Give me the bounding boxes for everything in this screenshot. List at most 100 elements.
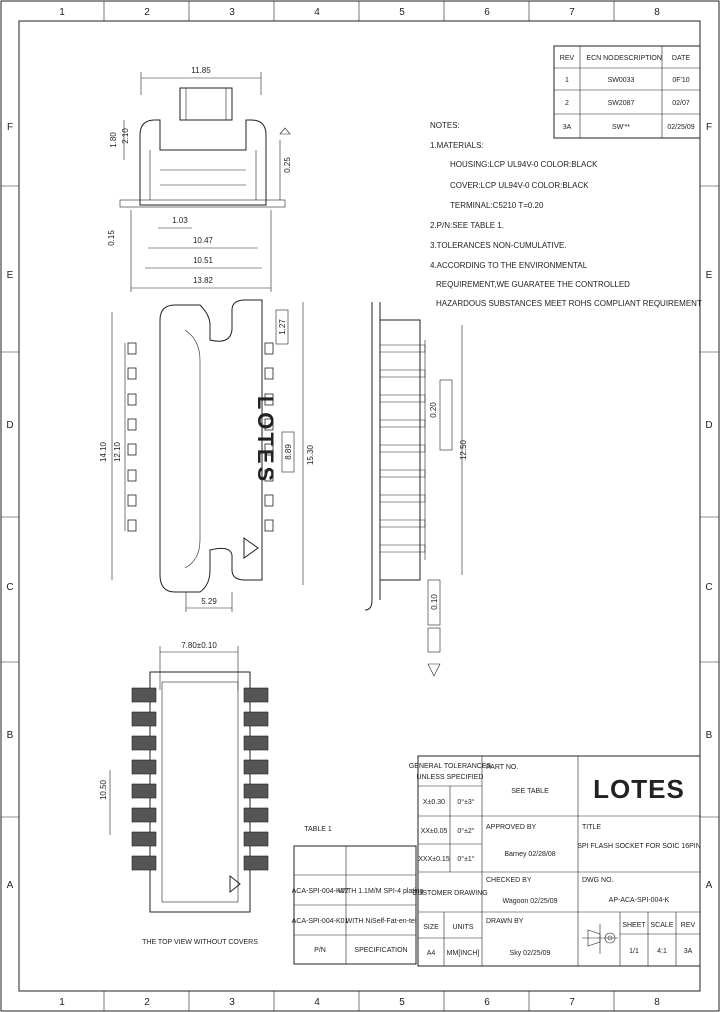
- dim-8-89: 8.89: [284, 444, 293, 460]
- sheet-value: 1/1: [629, 948, 639, 955]
- customer-drawing: CUSTOMER DRAWING: [412, 890, 487, 897]
- title-block: GENERAL TOLERANCES UNLESS SPECIFIED X±0.…: [409, 755, 701, 967]
- checked-value: Wagoon 02/25/09: [502, 898, 557, 905]
- tol-sub: UNLESS SPECIFIED: [417, 774, 484, 781]
- dim-0-20: 0.20: [429, 402, 438, 418]
- top-view: LOTES 14.10 12.10 15.30 8.89 1.27 5.29: [99, 299, 315, 612]
- col-label-7-bottom: 7: [569, 997, 575, 1008]
- dwg-label: DWG NO.: [582, 877, 614, 884]
- row-label-A-right: A: [706, 880, 713, 891]
- dwg-value: AP-ACA-SPI-004-K: [609, 897, 670, 904]
- row-label-B-right: B: [706, 730, 713, 741]
- inner-frame: [18, 20, 701, 992]
- dim-13-82: 13.82: [193, 276, 214, 285]
- row-label-D: D: [6, 420, 13, 431]
- dim-10-51: 10.51: [193, 256, 214, 265]
- row-label-F: F: [7, 122, 13, 133]
- tol-row-2-ang: 0°±2°: [457, 827, 474, 835]
- bottom-view-caption: THE TOP VIEW WITHOUT COVERS: [142, 939, 258, 946]
- projection-symbol-icon: [582, 924, 618, 954]
- row-label-E-right: E: [706, 270, 713, 281]
- side-view: 11.85 1.80 2.10 0.25 1.03 10.47 10.51 13…: [107, 66, 292, 292]
- top-view-left-pads: [127, 342, 137, 532]
- dim-0-10: 0.10: [430, 594, 439, 610]
- profile-view: 12.50 0.20 0.10: [364, 302, 468, 677]
- notes-line-7: 4.ACCORDING TO THE ENVIRONMENTAL: [430, 261, 588, 270]
- dim-7-80: 7.80±0.10: [181, 641, 217, 650]
- tol-row-1-fmt: X±0.30: [423, 799, 445, 806]
- col-label-4: 4: [314, 7, 320, 18]
- column-labels-top: 1 2 3 4 5 6 7 8: [59, 7, 660, 18]
- dim-1-27: 1.27: [278, 319, 287, 335]
- part-table: TABLE 1 ACA-SPI-004-K02 WITH 1.1M/M SPI-…: [292, 826, 424, 965]
- row-labels-right: F E D C B A: [705, 122, 712, 891]
- sheet-label: SHEET: [622, 922, 646, 929]
- scale-value: 4:1: [657, 948, 667, 955]
- approved-value: Barney 02/28/08: [504, 851, 555, 858]
- notes-line-5: 2.P/N:SEE TABLE 1.: [430, 221, 504, 230]
- part-no-label: PART NO.: [486, 764, 518, 771]
- rev-row-3-ecn: SW'**: [612, 124, 630, 131]
- dim-height-1-80: 1.80: [109, 132, 118, 148]
- col-label-8-bottom: 8: [654, 997, 660, 1008]
- col-label-4-bottom: 4: [314, 997, 320, 1008]
- dim-12-50: 12.50: [459, 439, 468, 460]
- approved-label: APPROVED BY: [486, 824, 537, 831]
- rev-header-desc: DESCRIPTION: [614, 55, 662, 62]
- bottom-pin1-marker-icon: [229, 874, 241, 894]
- scale-label: SCALE: [651, 922, 674, 929]
- dim-height-2-10: 2.10: [121, 128, 130, 144]
- col-label-1-bottom: 1: [59, 997, 65, 1008]
- tol-title: GENERAL TOLERANCES: [409, 763, 492, 770]
- col-label-5: 5: [399, 7, 405, 18]
- rev-row-1-date: 0F'10: [672, 77, 689, 84]
- row-label-C: C: [6, 582, 13, 593]
- row-label-A: A: [7, 880, 14, 891]
- rev-row-1-ecn: SW0033: [608, 77, 635, 84]
- tol-row-2-fmt: XX±0.05: [421, 828, 448, 835]
- pin1-marker-icon: [243, 537, 259, 559]
- rev-row-2-ecn: SW2087: [608, 100, 635, 107]
- col-label-2-bottom: 2: [144, 997, 150, 1008]
- part-row-1-desc: WITH 1.1M/M SPI-4 plating: [338, 888, 423, 895]
- notes-line-6: 3.TOLERANCES NON-CUMULATIVE.: [430, 241, 567, 250]
- dim-1-03: 1.03: [172, 216, 188, 225]
- col-label-5-bottom: 5: [399, 997, 405, 1008]
- col-label-2: 2: [144, 7, 150, 18]
- dim-10-47: 10.47: [193, 236, 214, 245]
- dim-0-15: 0.15: [107, 230, 116, 246]
- size-value: A4: [427, 950, 436, 957]
- rev-row-1-rev: 1: [565, 77, 569, 84]
- rev-row-3-rev: 3A: [563, 124, 572, 131]
- notes-title: NOTES:: [430, 121, 460, 130]
- row-labels-left: F E D C B A: [6, 122, 13, 891]
- part-row-1-pn: ACA-SPI-004-K02: [292, 888, 349, 895]
- column-ticks: [103, 1, 615, 1011]
- drawn-value: Sky 02/25/09: [510, 950, 551, 957]
- dim-top-width: 11.85: [191, 66, 211, 75]
- dim-5-29: 5.29: [201, 597, 217, 606]
- drawn-label: DRAWN BY: [486, 918, 524, 925]
- row-label-F-right: F: [706, 122, 712, 133]
- part-row-2-desc: WITH NiSelf-Fat-en-tel: [346, 918, 417, 925]
- notes-block: NOTES: 1.MATERIALS: HOUSING:LCP UL94V-0 …: [430, 121, 702, 308]
- notes-line-1: 1.MATERIALS:: [430, 141, 484, 150]
- bottom-view-left-pins: [131, 687, 157, 871]
- rev-header-rev: REV: [560, 55, 575, 62]
- row-label-B: B: [7, 730, 14, 741]
- col-label-7: 7: [569, 7, 575, 18]
- top-view-brand: LOTES: [253, 396, 278, 484]
- profile-terminals: [380, 344, 426, 553]
- row-label-C-right: C: [705, 582, 712, 593]
- dim-height-0-25: 0.25: [283, 157, 292, 173]
- revision-table: REV ECN NO. DESCRIPTION DATE 1 SW0033 0F…: [553, 45, 701, 139]
- size-label: SIZE: [423, 924, 439, 931]
- row-label-D-right: D: [705, 420, 712, 431]
- rev-row-2-rev: 2: [565, 100, 569, 107]
- units-value: MM[INCH]: [447, 950, 480, 957]
- notes-line-3: COVER:LCP UL94V-0 COLOR:BLACK: [450, 181, 589, 190]
- dim-14-10: 14.10: [99, 441, 108, 462]
- rev-row-2-date: 02/07: [672, 100, 690, 107]
